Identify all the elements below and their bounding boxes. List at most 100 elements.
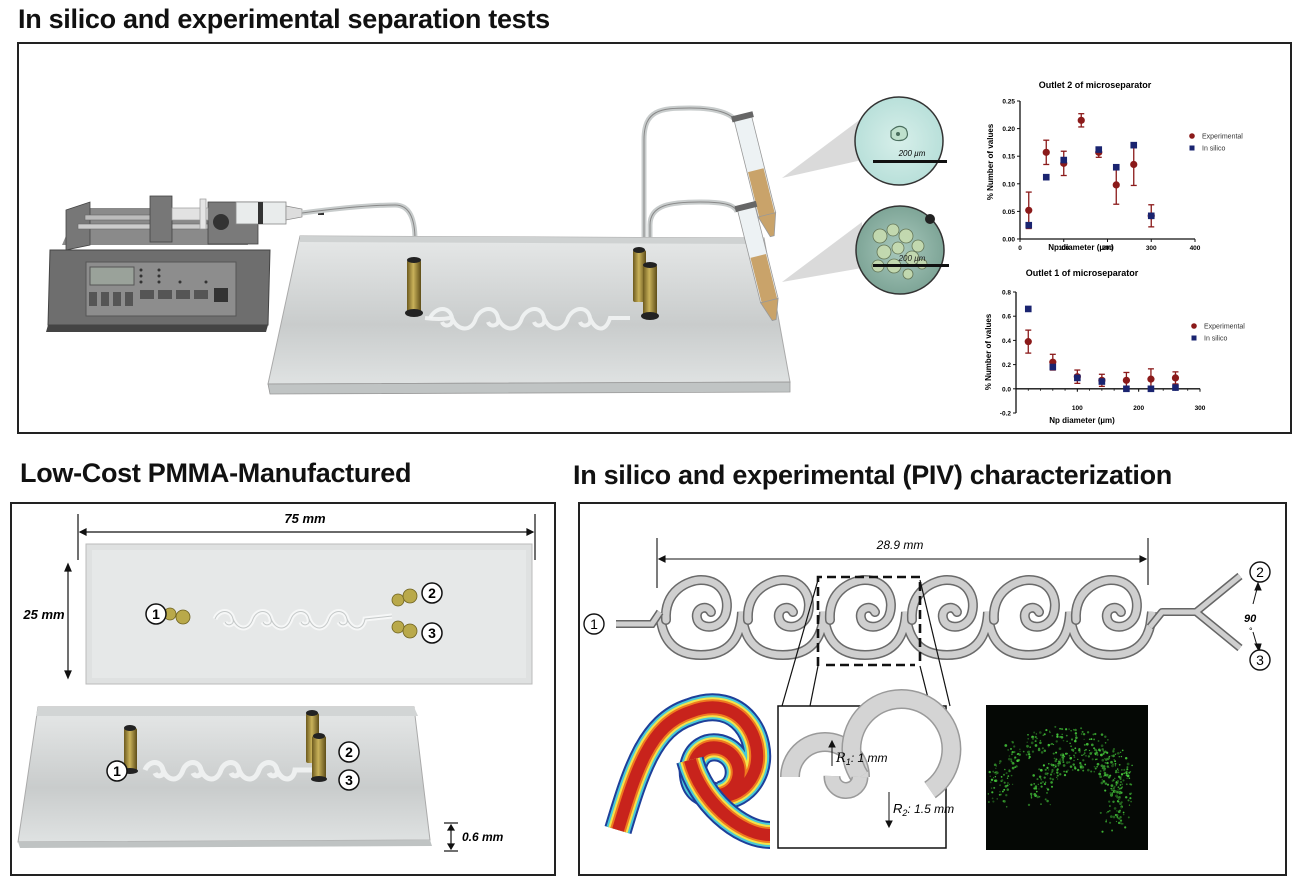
- piv-particle: [1032, 774, 1035, 777]
- piv-particle: [1029, 792, 1033, 796]
- piv-particle: [1019, 750, 1021, 753]
- piv-particle: [1016, 759, 1019, 762]
- piv-particle: [1074, 732, 1078, 735]
- piv-particle: [1114, 765, 1117, 767]
- piv-particle: [1102, 780, 1106, 783]
- width-label: 25 mm: [22, 607, 65, 622]
- channel-wave: [656, 611, 1156, 659]
- data-point-in-silico: [1098, 378, 1106, 385]
- piv-particle: [1056, 735, 1059, 738]
- width-dimension: [64, 562, 72, 680]
- svg-text:3: 3: [428, 625, 436, 641]
- piv-particle: [1051, 778, 1055, 781]
- piv-particle: [1082, 769, 1085, 772]
- piv-particle: [1114, 763, 1117, 765]
- svg-text:1: 1: [113, 763, 121, 779]
- scale-bar: [873, 264, 949, 267]
- piv-particle: [1059, 773, 1062, 776]
- piv-particle: [1119, 816, 1122, 819]
- piv-particle: [1046, 772, 1049, 775]
- piv-particle: [1026, 741, 1028, 743]
- piv-particle: [1038, 788, 1040, 790]
- piv-particle: [1085, 742, 1089, 746]
- piv-particle: [1121, 769, 1123, 771]
- piv-particle: [1019, 748, 1021, 750]
- piv-particle: [993, 786, 996, 789]
- piv-particle: [1055, 751, 1058, 754]
- piv-particle: [995, 773, 997, 775]
- piv-particle: [1108, 755, 1111, 758]
- piv-particle: [1110, 760, 1113, 764]
- piv-particle: [1100, 764, 1104, 768]
- piv-particle: [1104, 782, 1108, 785]
- piv-particle: [1047, 745, 1050, 748]
- piv-particle: [1119, 819, 1123, 822]
- piv-particle: [1093, 738, 1096, 741]
- piv-particle: [1045, 791, 1049, 794]
- data-point-in-silico: [1042, 173, 1050, 181]
- channel-length-dimension: [656, 538, 1149, 588]
- piv-particle: [989, 781, 992, 784]
- chart-title: Outlet 1 of microseparator: [1026, 268, 1139, 278]
- port-2-label: 2: [421, 582, 443, 604]
- piv-particle: [1044, 772, 1048, 776]
- piv-particle: [1054, 759, 1057, 763]
- piv-particle: [1108, 805, 1111, 807]
- piv-particle: [1001, 790, 1004, 793]
- piv-particle: [1087, 768, 1090, 772]
- piv-particle: [1007, 748, 1010, 751]
- piv-particle: [1112, 754, 1115, 758]
- section-title-pmma: Low-Cost PMMA-Manufactured: [20, 458, 412, 488]
- piv-particle: [1059, 758, 1061, 760]
- piv-particle: [1065, 734, 1068, 737]
- piv-particle: [1103, 771, 1107, 775]
- piv-particle: [1053, 767, 1055, 769]
- piv-particle: [1115, 784, 1118, 786]
- piv-particle: [1026, 744, 1029, 748]
- data-point-experimental: [1024, 338, 1032, 346]
- piv-particle: [1106, 812, 1108, 814]
- piv-particle: [1027, 750, 1030, 754]
- svg-text:3: 3: [1256, 652, 1264, 668]
- piv-particle: [1104, 757, 1106, 760]
- piv-particle: [1126, 766, 1129, 769]
- piv-particles: [987, 725, 1133, 833]
- chart-title: Outlet 2 of microseparator: [1039, 80, 1152, 90]
- piv-particle: [1122, 811, 1125, 814]
- piv-particle: [1124, 757, 1128, 760]
- data-point-in-silico: [1025, 221, 1033, 229]
- piv-particle: [999, 760, 1002, 763]
- piv-particle: [1129, 797, 1132, 800]
- piv-particle: [1069, 742, 1071, 745]
- piv-particle: [1082, 759, 1085, 762]
- piv-particle: [1030, 783, 1033, 786]
- channel-spiral: [744, 576, 813, 631]
- piv-particle: [1069, 757, 1072, 760]
- piv-particle: [1016, 753, 1019, 755]
- x-axis-label: Np diameter (µm): [1048, 243, 1114, 252]
- piv-particle: [1030, 797, 1033, 799]
- data-point-experimental: [1122, 376, 1130, 384]
- piv-particle: [1119, 777, 1122, 781]
- piv-particle: [1117, 786, 1120, 789]
- piv-particle: [1064, 728, 1068, 731]
- piv-particle: [1101, 766, 1105, 770]
- port-3-label: 3: [338, 769, 360, 791]
- piv-particle: [1122, 823, 1124, 825]
- y-tick-label: 0.4: [1002, 338, 1011, 345]
- piv-particle: [1103, 751, 1105, 754]
- y-tick-label: 0.00: [1002, 237, 1015, 244]
- piv-particle: [1039, 741, 1042, 745]
- port-3-label: 3: [421, 622, 443, 644]
- svg-text:3: 3: [345, 772, 353, 788]
- pmma-chip-setup: [267, 235, 791, 395]
- piv-particle: [1018, 753, 1021, 756]
- piv-particle: [1065, 770, 1068, 773]
- piv-particle: [1120, 755, 1123, 758]
- piv-particle: [1111, 764, 1114, 768]
- piv-particle: [1108, 766, 1110, 769]
- piv-particle: [1062, 759, 1065, 762]
- port-1-label: 1: [106, 760, 128, 782]
- y-tick-label: -0.2: [1000, 411, 1012, 418]
- piv-particle: [1090, 743, 1094, 747]
